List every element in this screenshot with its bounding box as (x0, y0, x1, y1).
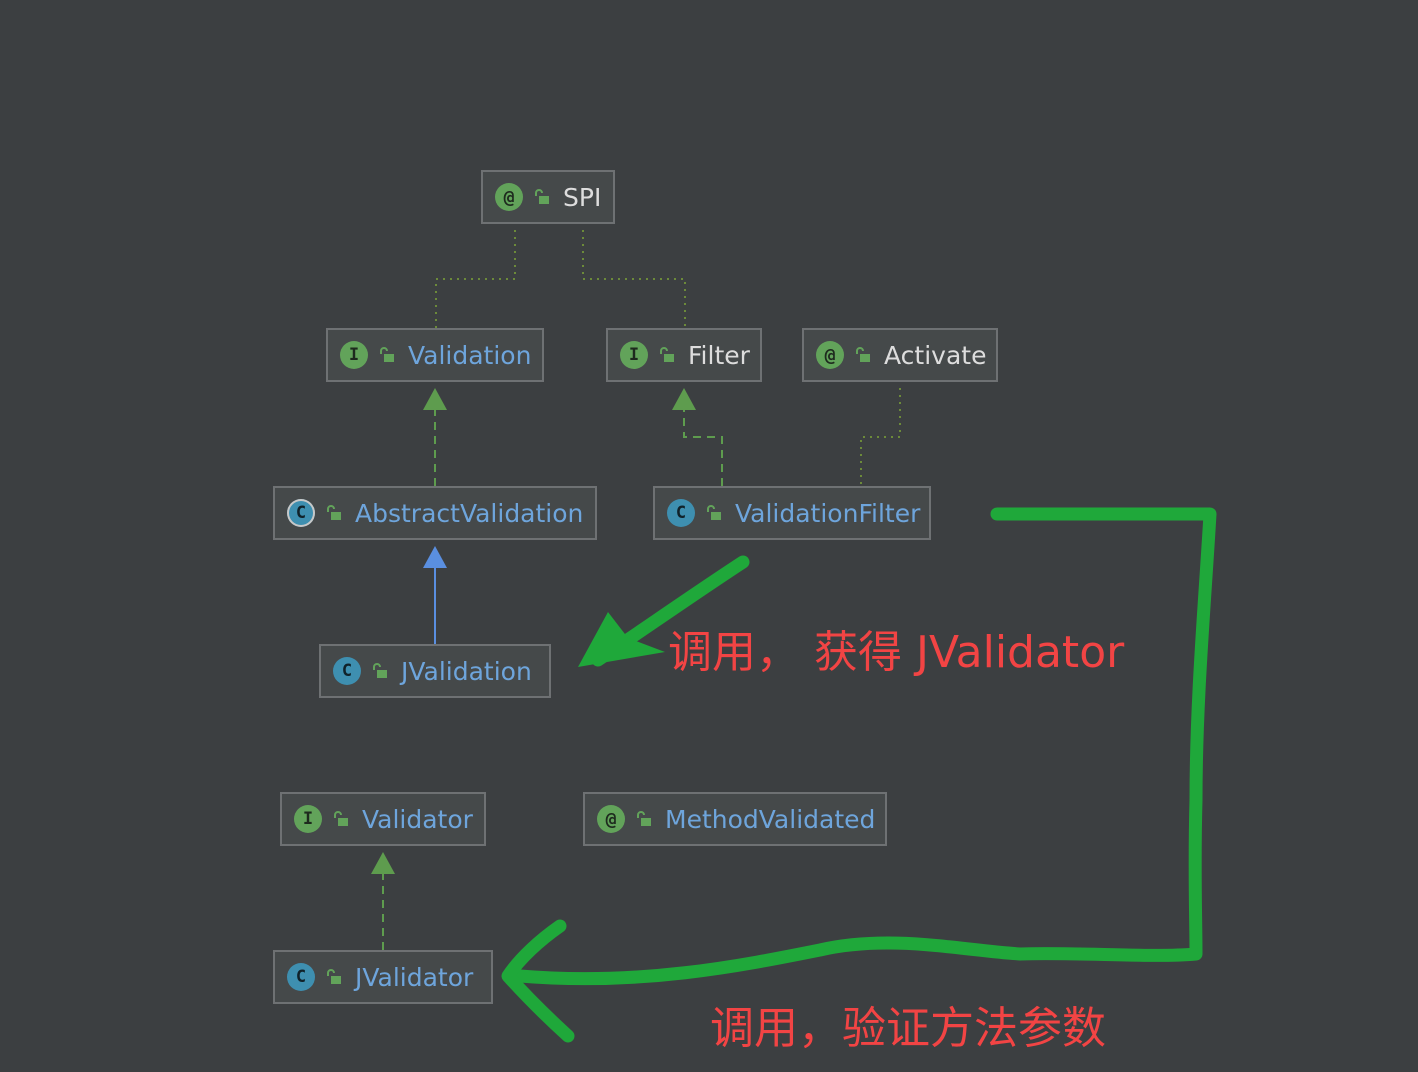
arrowhead-validation (423, 388, 447, 410)
annotation-call-validate-params: 调用，验证方法参数 (710, 1003, 1106, 1054)
class-type-icon: C (333, 657, 361, 685)
node-spi[interactable]: @ SPI (481, 170, 615, 224)
lock-open-icon (660, 347, 674, 362)
abstract-class-type-icon: C (287, 499, 315, 527)
edge-validationfilter-implements-filter (683, 410, 723, 486)
hand-arrowhead-jvalidator (501, 919, 575, 1043)
arrowhead-filter (672, 388, 696, 410)
node-label: ValidationFilter (735, 498, 921, 528)
lock-open-icon (334, 811, 348, 826)
node-activate[interactable]: @ Activate (802, 328, 998, 382)
node-label: Activate (884, 340, 987, 370)
annotation-type-icon: @ (495, 183, 523, 211)
lock-open-icon (327, 969, 341, 984)
lock-open-icon (637, 811, 651, 826)
class-type-icon: C (287, 963, 315, 991)
node-validator[interactable]: I Validator (280, 792, 486, 846)
annotation-type-icon: @ (597, 805, 625, 833)
node-label: Filter (688, 340, 750, 370)
lock-open-icon (856, 347, 870, 362)
interface-type-icon: I (620, 341, 648, 369)
node-filter[interactable]: I Filter (606, 328, 762, 382)
annotation-call-get-jvalidator: 调用， 获得 JValidator (668, 627, 1125, 678)
edge-filter-spi (582, 230, 686, 328)
interface-type-icon: I (294, 805, 322, 833)
arrowhead-abstractvalidation (423, 546, 447, 568)
node-label: SPI (563, 182, 602, 212)
hand-arrowhead-jvalidation (578, 612, 665, 667)
lock-open-icon (535, 189, 549, 204)
class-type-icon: C (667, 499, 695, 527)
lock-open-icon (707, 505, 721, 520)
node-label: AbstractValidation (355, 498, 584, 528)
lock-open-icon (373, 663, 387, 678)
node-method-validated[interactable]: @ MethodValidated (583, 792, 887, 846)
node-label: JValidation (401, 656, 532, 686)
node-label: Validator (362, 804, 473, 834)
lock-open-icon (327, 505, 341, 520)
interface-type-icon: I (340, 341, 368, 369)
arrowhead-validator (371, 852, 395, 874)
annotation-type-icon: @ (816, 341, 844, 369)
hand-arrow-to-jvalidator (513, 507, 1217, 986)
node-validation[interactable]: I Validation (326, 328, 544, 382)
node-label: MethodValidated (665, 804, 876, 834)
edge-validationfilter-activate (860, 388, 901, 486)
node-abstract-validation[interactable]: C AbstractValidation (273, 486, 597, 540)
node-label: Validation (408, 340, 532, 370)
node-jvalidator[interactable]: C JValidator (273, 950, 493, 1004)
node-validation-filter[interactable]: C ValidationFilter (653, 486, 931, 540)
lock-open-icon (380, 347, 394, 362)
node-jvalidation[interactable]: C JValidation (319, 644, 551, 698)
node-label: JValidator (355, 962, 474, 992)
edge-validation-spi (435, 230, 516, 328)
